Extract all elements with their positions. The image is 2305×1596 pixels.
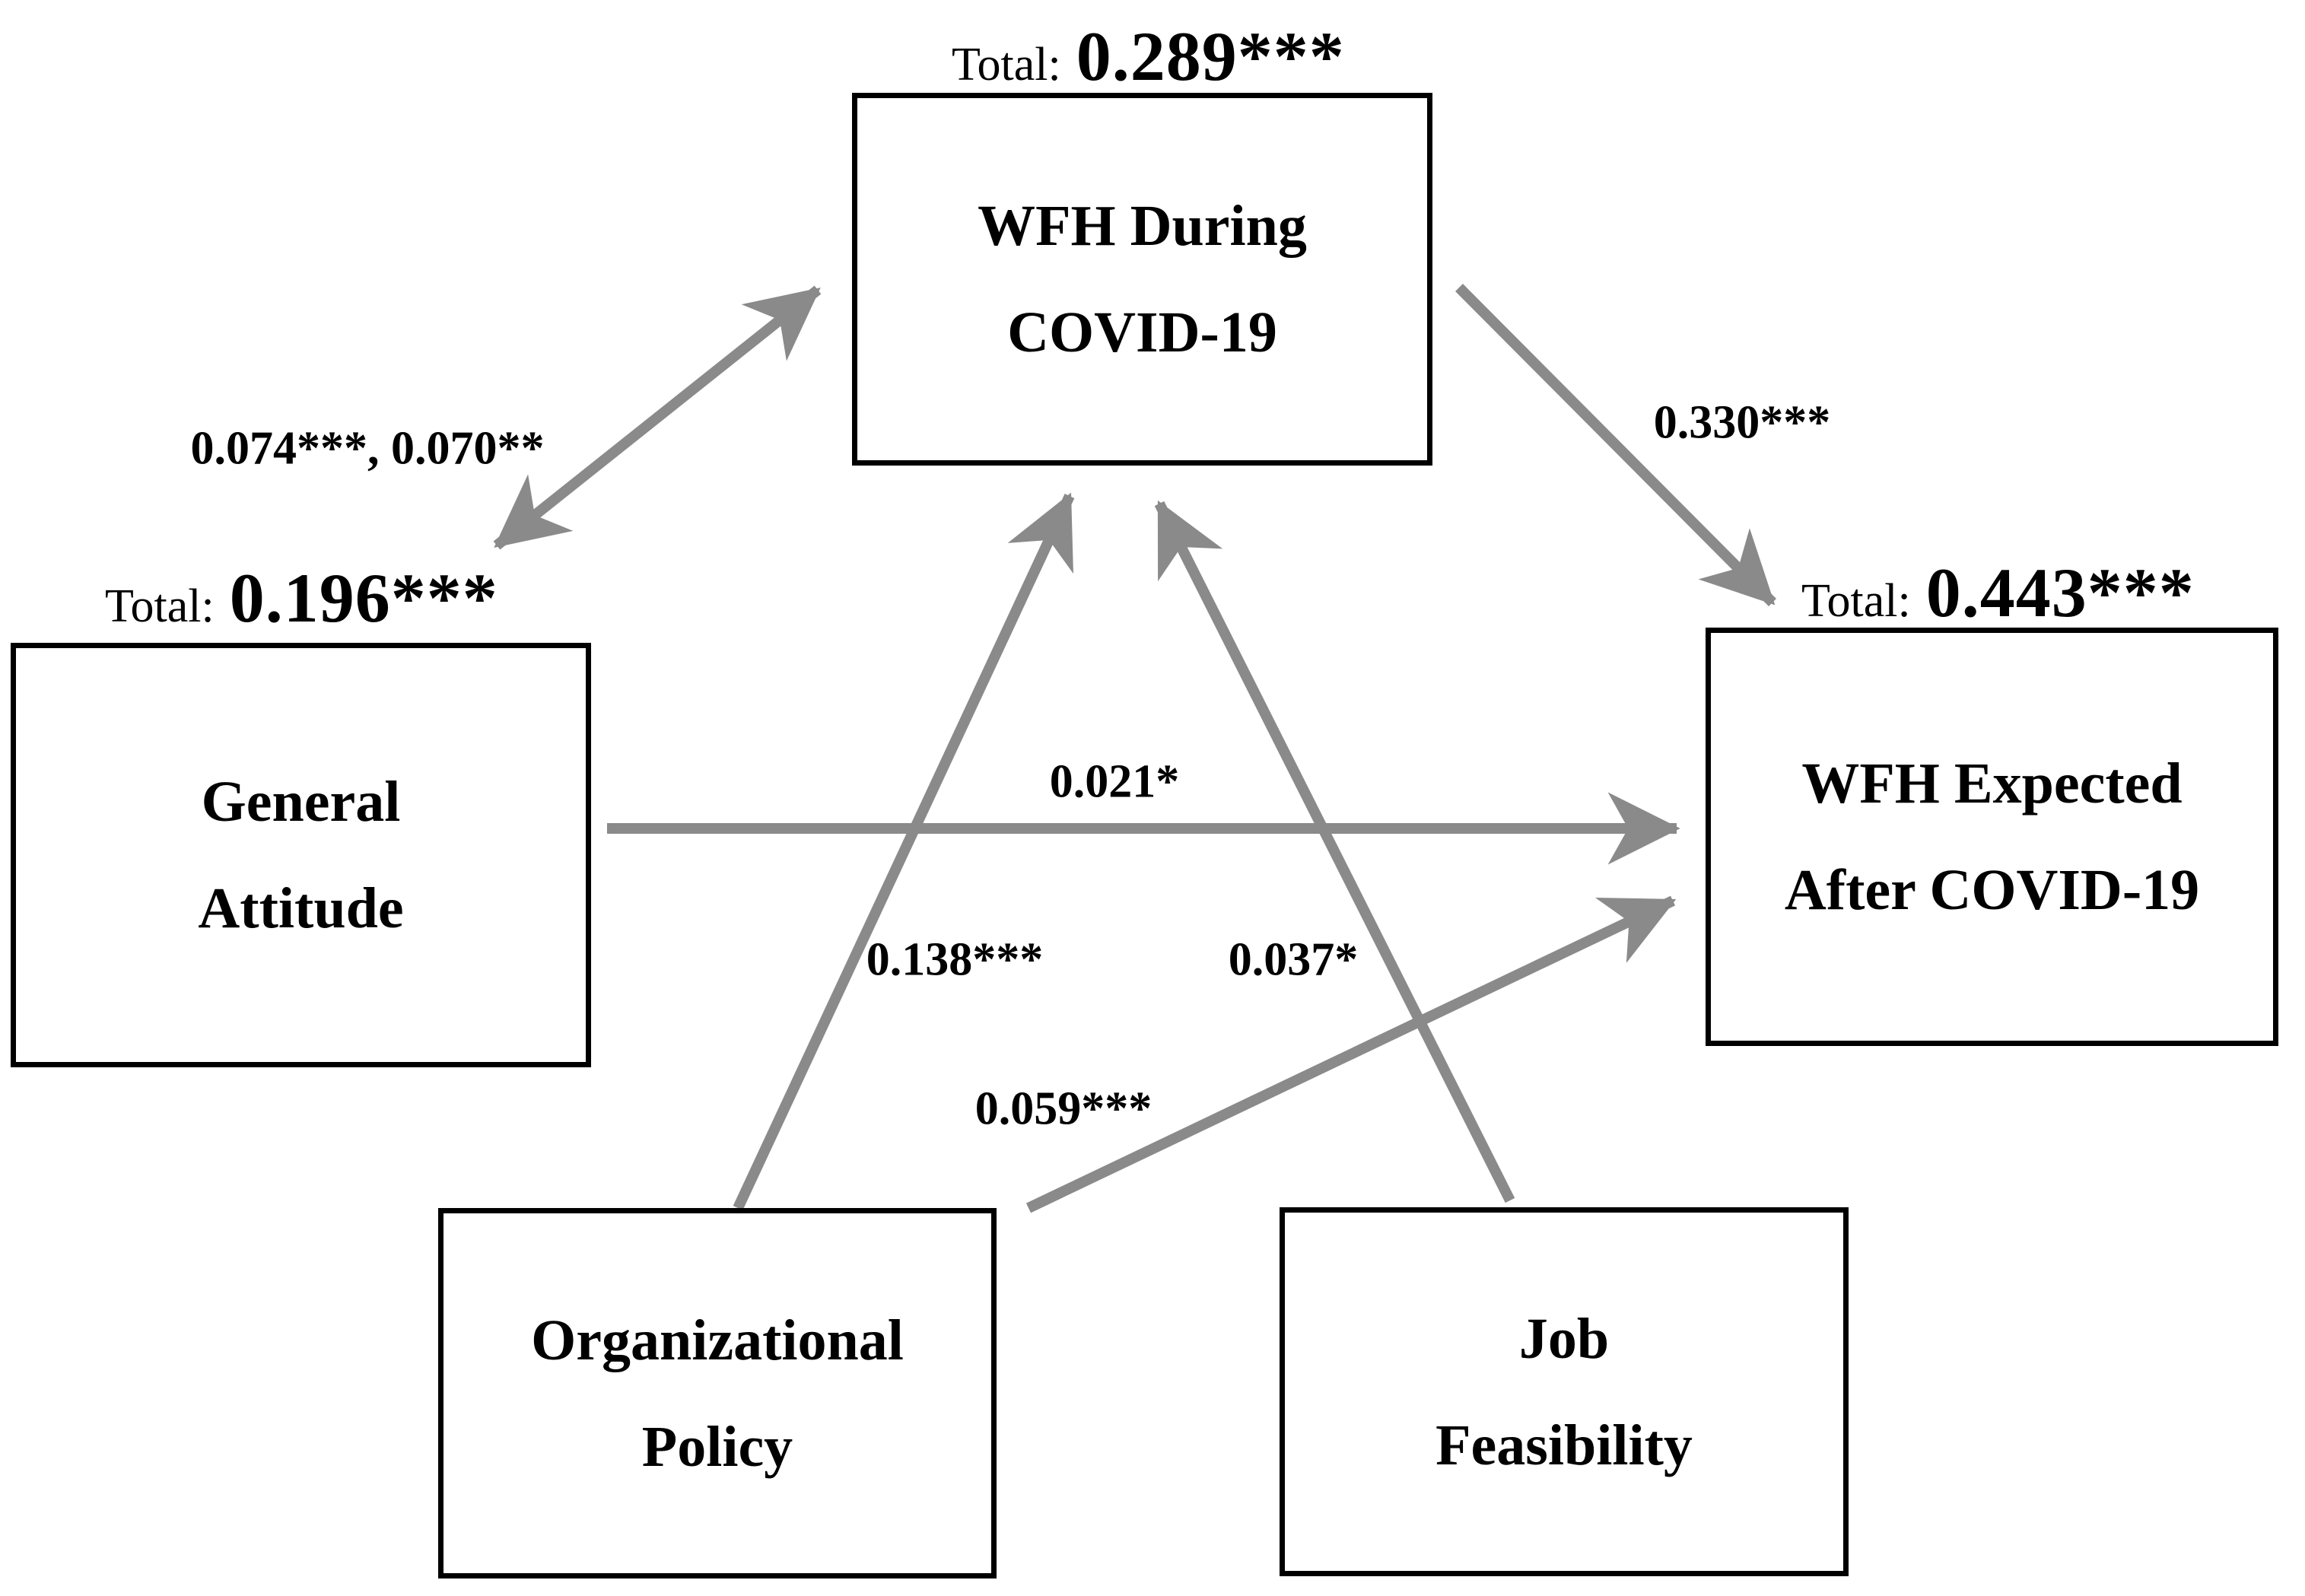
edge-label-policy-wfh-expected: 0.059***: [974, 1083, 1152, 1135]
node-label-line: General: [201, 770, 401, 834]
edge-label-feasibility-wfh-during: 0.037*: [1228, 933, 1359, 986]
node-wfh-during: WFH During COVID-19: [852, 93, 1432, 466]
total-value: 0.196***: [229, 559, 498, 637]
node-label-line: Feasibility: [1435, 1413, 1693, 1477]
total-value: 0.289***: [1076, 17, 1345, 95]
node-label-line: COVID-19: [1007, 300, 1277, 364]
node-label-line: Policy: [641, 1414, 793, 1479]
total-label-wfh-expected: Total: 0.443***: [1801, 558, 2195, 628]
node-organizational-policy: Organizational Policy: [438, 1208, 997, 1579]
node-label-line: Attitude: [198, 876, 404, 940]
edge-label-attitude-wfh-expected: 0.021*: [1049, 755, 1180, 808]
node-label-line: WFH During: [978, 194, 1307, 258]
node-general-attitude: General Attitude: [11, 643, 591, 1067]
node-wfh-expected: WFH Expected After COVID-19: [1706, 628, 2278, 1046]
node-label-line: After COVID-19: [1784, 858, 2200, 922]
edge-policy-wfh-expected: [1025, 895, 1677, 1213]
node-job-feasibility: Job Feasibility: [1280, 1207, 1849, 1576]
node-label-line: Job: [1518, 1306, 1610, 1371]
node-label-line: Organizational: [531, 1308, 904, 1372]
total-value: 0.443***: [1925, 554, 2195, 631]
total-prefix: Total:: [1801, 575, 1911, 627]
node-label-line: WFH Expected: [1801, 752, 2183, 815]
edge-feasibility-wfh-during: [1154, 500, 1515, 1203]
total-prefix: Total:: [952, 39, 1061, 91]
edge-wfh-during-wfh-expected: [1455, 284, 1776, 606]
edge-label-policy-wfh-during: 0.138***: [866, 933, 1044, 986]
edge-attitude-wfh-during: [493, 285, 822, 550]
total-prefix: Total:: [105, 580, 215, 632]
total-label-wfh-during: Total: 0.289***: [952, 21, 1345, 91]
edge-label-attitude-wfh-during: 0.074***, 0.070**: [190, 422, 545, 475]
total-label-general-attitude: Total: 0.196***: [105, 563, 498, 633]
edge-policy-wfh-during: [733, 492, 1075, 1210]
edge-label-wfh-during-wfh-expected: 0.330***: [1653, 396, 1831, 449]
